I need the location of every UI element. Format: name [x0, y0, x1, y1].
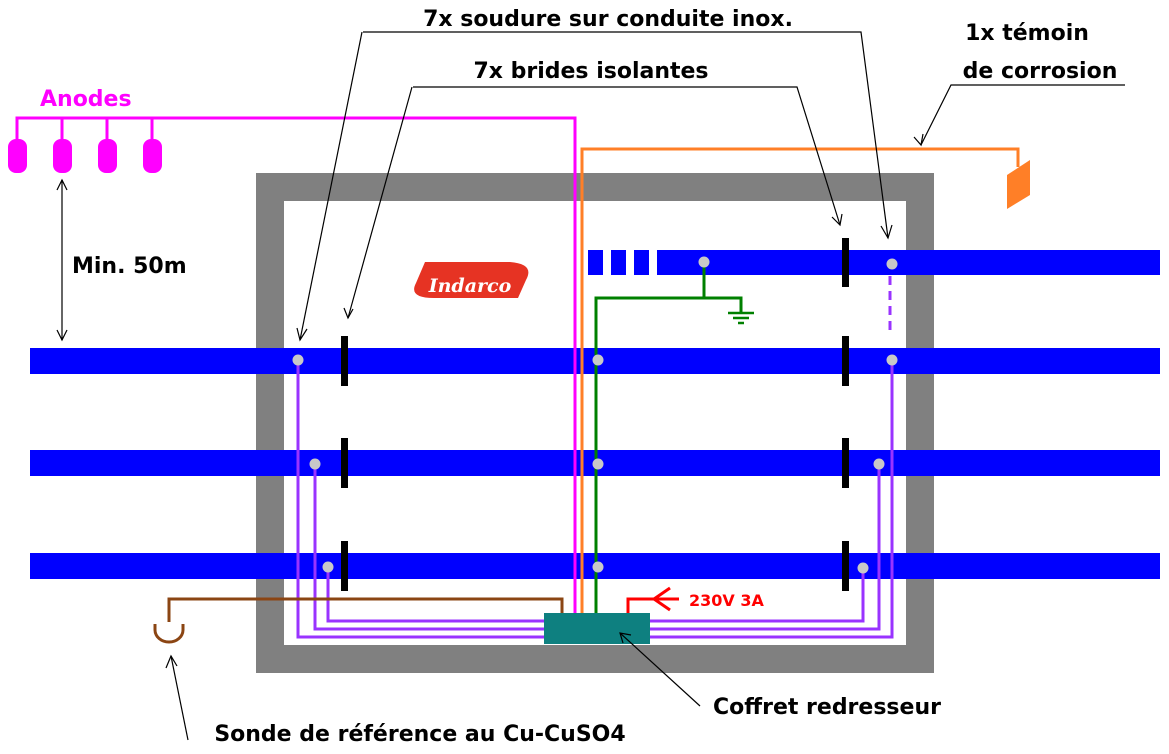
flange	[341, 336, 348, 386]
logo-shape	[414, 262, 529, 298]
anodes-group	[15, 116, 577, 614]
reference-electrode-icon	[153, 624, 185, 644]
callout-lines	[170, 31, 1125, 741]
label-power: 230V 3A	[689, 591, 764, 610]
weld-point	[322, 561, 334, 573]
pipe-top	[657, 250, 1160, 275]
flange	[842, 541, 849, 591]
weld-point	[886, 258, 898, 270]
label-welds: 7x soudure sur conduite inox.	[423, 7, 793, 32]
weld-point	[698, 256, 710, 268]
anode-2	[53, 139, 72, 173]
label-reference: Sonde de référence au Cu-CuSO4	[214, 722, 625, 747]
insulating-flanges	[341, 238, 849, 591]
pipe-top-dash-2	[611, 250, 626, 275]
anode-4	[143, 139, 162, 173]
pipe-top-dash-1	[588, 250, 603, 275]
flange	[341, 541, 348, 591]
rectifier-box	[544, 613, 650, 644]
anode-1	[8, 139, 27, 173]
flange	[842, 238, 849, 287]
flange	[842, 336, 849, 386]
weld-point	[292, 354, 304, 366]
indarco-logo: Indarco	[414, 262, 529, 298]
corrosion-coupon	[1007, 160, 1030, 209]
weld-point	[592, 354, 604, 366]
weld-point	[592, 561, 604, 573]
label-rectifier: Coffret redresseur	[713, 695, 941, 720]
weld-points	[292, 256, 898, 574]
weld-point	[309, 458, 321, 470]
weld-point	[873, 458, 885, 470]
weld-point	[886, 354, 898, 366]
distance-arrow-icon	[56, 178, 68, 342]
power-arrow-icon	[653, 586, 671, 612]
purple-wires	[296, 360, 894, 639]
logo-text: Indarco	[428, 275, 512, 297]
label-coupon-line2: de corrosion	[963, 59, 1118, 84]
callout-arrowheads	[165, 133, 924, 669]
coupon-wire	[580, 147, 1020, 614]
flange	[842, 438, 849, 488]
label-coupon-line1: 1x témoin	[965, 21, 1089, 46]
label-flanges: 7x brides isolantes	[473, 59, 708, 84]
label-distance: Min. 50m	[72, 254, 187, 279]
weld-point	[592, 458, 604, 470]
pipe-top-dash-3	[634, 250, 649, 275]
label-anodes: Anodes	[40, 87, 132, 112]
flange	[341, 438, 348, 488]
power-wire	[626, 597, 679, 614]
anode-3	[98, 139, 117, 173]
ground-symbol-icon	[728, 311, 754, 325]
ground-wiring	[594, 262, 743, 614]
reference-wire	[167, 597, 564, 622]
weld-point	[857, 562, 869, 574]
